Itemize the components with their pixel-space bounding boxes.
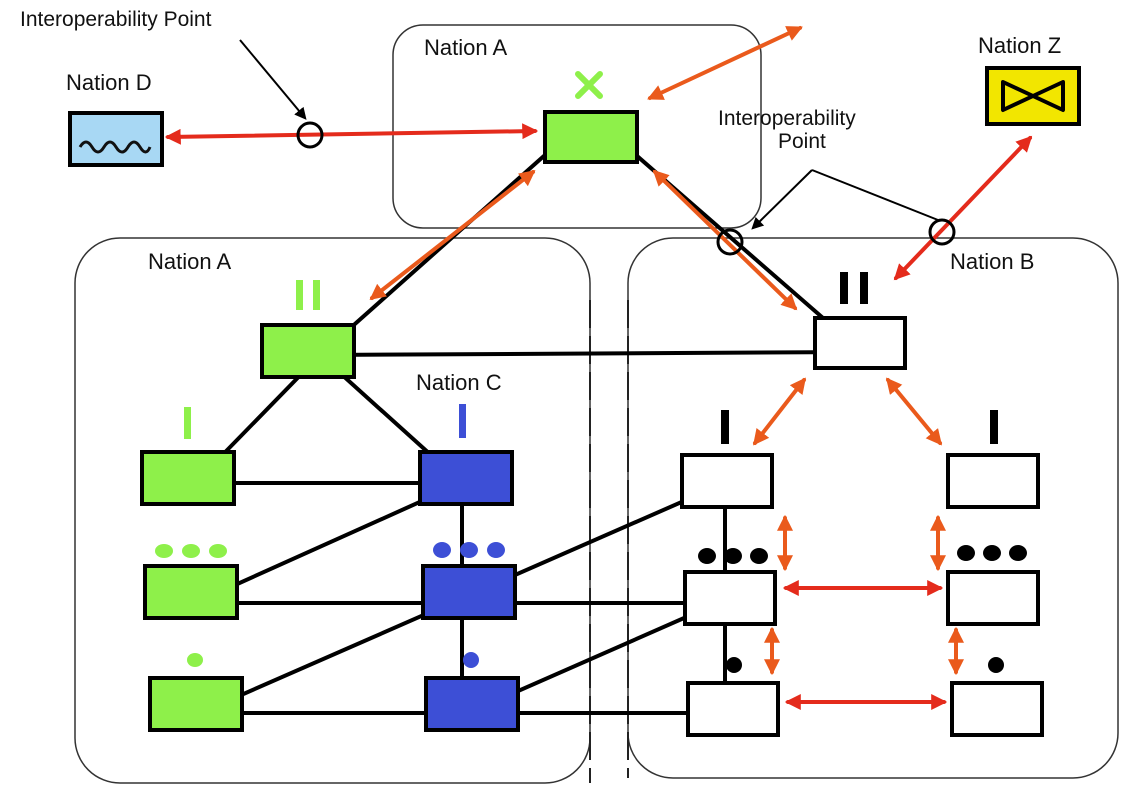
nation-b-echelon-i-left-box — [680, 453, 774, 509]
arrow-hq-to-up-right — [647, 26, 803, 100]
interop-point-label-right-line2: Point — [778, 130, 826, 153]
nation-b-single-dot-left-icon — [726, 657, 742, 673]
nation-b-label: Nation B — [950, 249, 1034, 274]
nation-b-single-dot-right-icon — [988, 657, 1004, 673]
nation-b-three-dots-right-icon — [957, 545, 1027, 561]
nation-a-echelon-i-box — [140, 450, 236, 506]
nation-b-battalion-left-box — [683, 570, 777, 626]
arrow-nation-d-to-hq — [164, 123, 539, 145]
nation-a-double-bar-icon — [296, 280, 320, 310]
nation-b-company-right-box — [950, 681, 1044, 737]
interop-arrows — [164, 26, 1033, 710]
bowtie-symbol-icon — [1001, 80, 1065, 112]
arrow-hq-to-nation-b-ii — [652, 169, 798, 311]
nation-b-echelon-i-right-box — [946, 453, 1040, 509]
nation-b-battalion-right-box — [946, 570, 1040, 626]
interop-point-circle-right — [928, 218, 956, 246]
nation-c-label: Nation C — [416, 370, 502, 395]
arrow-nation-b-ii-to-i-right — [885, 377, 943, 446]
nation-z-label: Nation Z — [978, 33, 1061, 58]
nation-c-three-dots-icon — [433, 542, 505, 558]
nation-b-three-dots-left-icon — [698, 548, 768, 564]
x-marker-icon — [575, 71, 603, 99]
nation-b-double-bar-icon — [840, 272, 868, 304]
nation-a-echelon-ii-box — [260, 323, 356, 379]
nation-a-left-region — [74, 237, 591, 784]
nation-z-unit — [985, 66, 1081, 126]
wave-symbol-icon — [78, 140, 152, 154]
nation-a-top-hq-box — [543, 110, 639, 164]
interop-pointer-lines — [239, 39, 939, 230]
nation-d-unit — [68, 111, 164, 167]
nation-a-company-box — [148, 676, 244, 732]
interop-point-label-right-line1: Interoperability — [718, 107, 856, 130]
nation-c-single-dot-icon — [463, 652, 479, 668]
nation-a-battalion-box — [143, 564, 239, 620]
interop-point-circle-left — [296, 121, 324, 149]
nation-c-single-bar-icon — [459, 404, 466, 438]
nation-d-label: Nation D — [66, 70, 152, 95]
nation-a-single-dot-icon — [187, 653, 203, 667]
interop-point-label-top-left: Interoperability Point — [20, 8, 212, 31]
nation-b-company-left-box — [686, 681, 780, 737]
nation-c-company-box — [424, 676, 520, 732]
nation-b-single-bar-left-icon — [721, 410, 729, 444]
nation-c-echelon-i-box — [418, 450, 514, 506]
arrow-nation-z-to-nation-b — [893, 135, 1033, 281]
nation-c-battalion-box — [421, 564, 517, 620]
nation-b-echelon-ii-box — [813, 316, 907, 370]
nation-a-three-dots-icon — [155, 544, 227, 558]
nation-a-left-label: Nation A — [148, 249, 231, 274]
nation-a-single-bar-icon — [184, 407, 191, 439]
arrow-hq-to-nation-a-ii — [369, 170, 536, 300]
arrow-nation-b-ii-to-i-left — [753, 377, 806, 446]
nation-b-single-bar-right-icon — [990, 410, 998, 444]
interop-point-circle-center — [716, 228, 744, 256]
nation-a-top-label: Nation A — [424, 35, 507, 60]
